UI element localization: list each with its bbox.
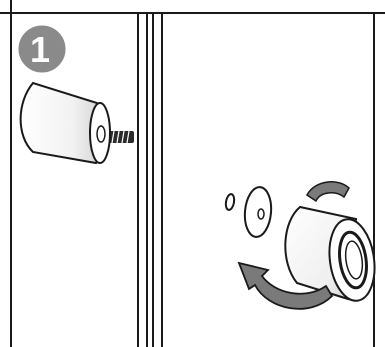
step-number-label: 1 (30, 29, 50, 70)
cylindrical-bumper-icon (285, 207, 379, 304)
small-washer-icon (225, 193, 236, 210)
conical-bumper-icon (21, 83, 134, 163)
washer-icon (243, 186, 273, 238)
step-badge: 1 (17, 24, 67, 74)
rotation-arrow-back-icon (307, 182, 349, 201)
door-jamb (138, 13, 162, 347)
